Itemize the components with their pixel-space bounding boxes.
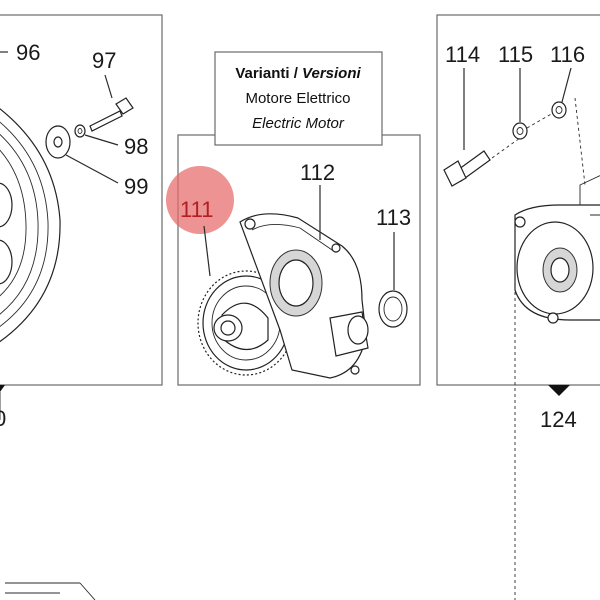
callout-98: 98	[124, 134, 148, 159]
right-panel	[436, 14, 600, 600]
callout-116: 116	[550, 42, 585, 67]
part-111-gear	[197, 270, 295, 376]
pulley-wheel	[0, 108, 61, 343]
part-114-bolt	[443, 150, 491, 187]
left-panel	[0, 14, 163, 420]
caption-line-2: Motore Elettrico	[245, 90, 350, 107]
callout-115: 115	[498, 42, 533, 67]
variant-caption-box	[214, 51, 383, 146]
callout-114: 114	[445, 42, 480, 67]
part-99-washer	[45, 125, 71, 159]
callout-124: 124	[540, 407, 577, 432]
motor-flange	[514, 175, 600, 324]
callout-99: 99	[124, 174, 148, 199]
part-112-housing	[239, 213, 369, 379]
left-panel-frame	[0, 14, 163, 386]
callout-111: 111	[180, 197, 213, 222]
part-97-bolt	[89, 97, 134, 132]
center-panel	[166, 51, 421, 386]
callout-97: 97	[92, 48, 116, 73]
callout-113: 113	[376, 205, 411, 230]
part-98-washer	[74, 124, 86, 138]
callout-112: 112	[300, 160, 335, 185]
caption-line-1: Varianti / Versioni	[235, 65, 361, 82]
caption-line-3: Electric Motor	[252, 115, 345, 132]
highlight-111	[166, 166, 234, 234]
part-116-washer	[551, 101, 567, 119]
right-panel-frame	[436, 14, 600, 386]
part-115-washer	[512, 122, 528, 140]
part-113-seal	[378, 290, 408, 328]
marker-124	[548, 385, 570, 396]
bottom-left-fragment	[5, 582, 96, 600]
callout-left-partial: 0	[0, 406, 6, 431]
callout-96: 96	[16, 40, 40, 65]
